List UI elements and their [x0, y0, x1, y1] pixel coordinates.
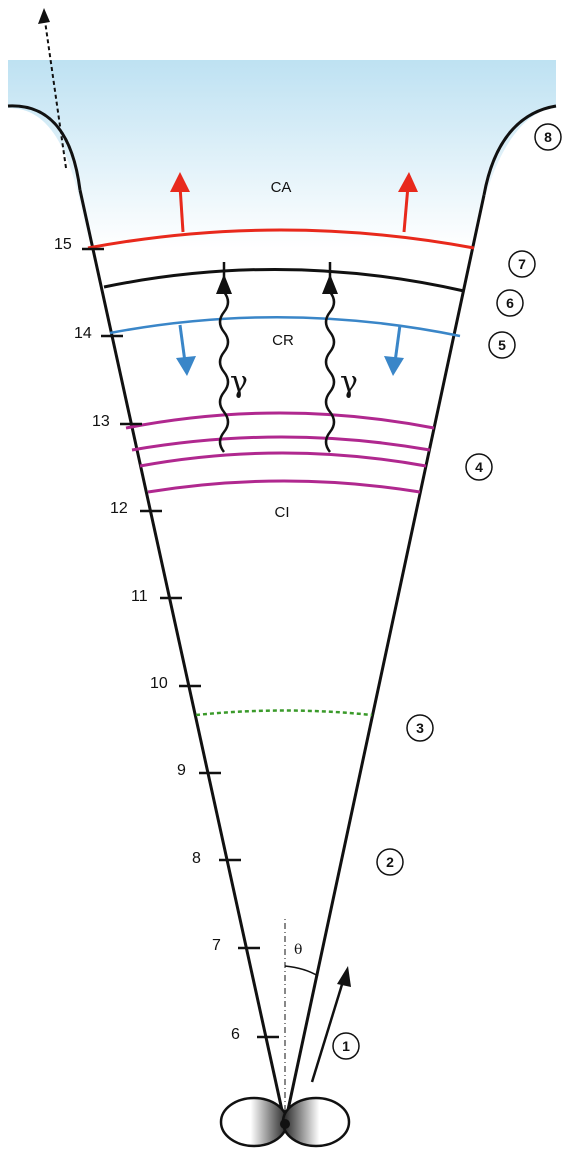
- gamma-wave-right-head: [322, 274, 338, 294]
- tick-label-6: 6: [231, 1026, 240, 1043]
- marker-1-label: 1: [342, 1038, 350, 1054]
- internal-shell-3: [140, 453, 426, 466]
- reverse-arrow-right: [395, 325, 400, 362]
- gamma-wave-left-head: [216, 274, 232, 294]
- marker-7: 7: [509, 251, 535, 277]
- marker-6-label: 6: [506, 295, 514, 311]
- reverse-arrow-left: [180, 325, 185, 362]
- marker-5-label: 5: [498, 337, 506, 353]
- engine-lobe-left: [221, 1098, 287, 1146]
- marker-8-label: 8: [544, 129, 552, 145]
- region-label-cr: CR: [272, 332, 294, 349]
- flow-arrowhead: [337, 966, 351, 987]
- tick-label-8: 8: [192, 850, 201, 867]
- reverse-arrowhead-left: [176, 356, 196, 376]
- region-label-ca: CA: [271, 179, 292, 196]
- marker-3: 3: [407, 715, 433, 741]
- marker-6: 6: [497, 290, 523, 316]
- marker-5: 5: [489, 332, 515, 358]
- marker-2: 2: [377, 849, 403, 875]
- internal-shell-1: [126, 413, 434, 428]
- theta-arc: [285, 966, 318, 976]
- tick-label-9: 9: [177, 762, 186, 779]
- tick-label-14: 14: [74, 325, 92, 342]
- flow-arrow-line: [312, 978, 344, 1082]
- gamma-symbol-right: γ: [340, 365, 358, 400]
- marker-8: 8: [535, 124, 561, 150]
- tick-label-15: 15: [54, 236, 72, 253]
- region-label-ci: CI: [275, 504, 290, 521]
- tick-label-12: 12: [110, 500, 128, 517]
- theta-symbol: θ: [294, 942, 302, 958]
- engine-lobe-right: [283, 1098, 349, 1146]
- marker-3-label: 3: [416, 720, 424, 736]
- tick-label-11: 11: [131, 588, 148, 605]
- reverse-arrowhead-right: [384, 356, 404, 376]
- engine-core: [280, 1119, 290, 1129]
- tick-label-13: 13: [92, 413, 110, 430]
- marker-4: 4: [466, 454, 492, 480]
- tick-label-7: 7: [212, 937, 221, 954]
- internal-shell-4: [148, 481, 420, 492]
- marker-7-label: 7: [518, 256, 526, 272]
- marker-1: 1: [333, 1033, 359, 1059]
- contact-line: [104, 269, 464, 291]
- ambient-top-fade: [0, 0, 564, 60]
- marker-2-label: 2: [386, 854, 394, 870]
- axis-ticks: 6 7 8 9 10 11 12 13 14 15: [54, 236, 279, 1043]
- photosphere-line: [196, 711, 372, 716]
- jet-left-edge: [80, 190, 285, 1124]
- tick-label-10: 10: [150, 675, 168, 692]
- gamma-symbol-left: γ: [230, 365, 248, 400]
- marker-4-label: 4: [475, 459, 483, 475]
- internal-shell-2: [132, 437, 430, 450]
